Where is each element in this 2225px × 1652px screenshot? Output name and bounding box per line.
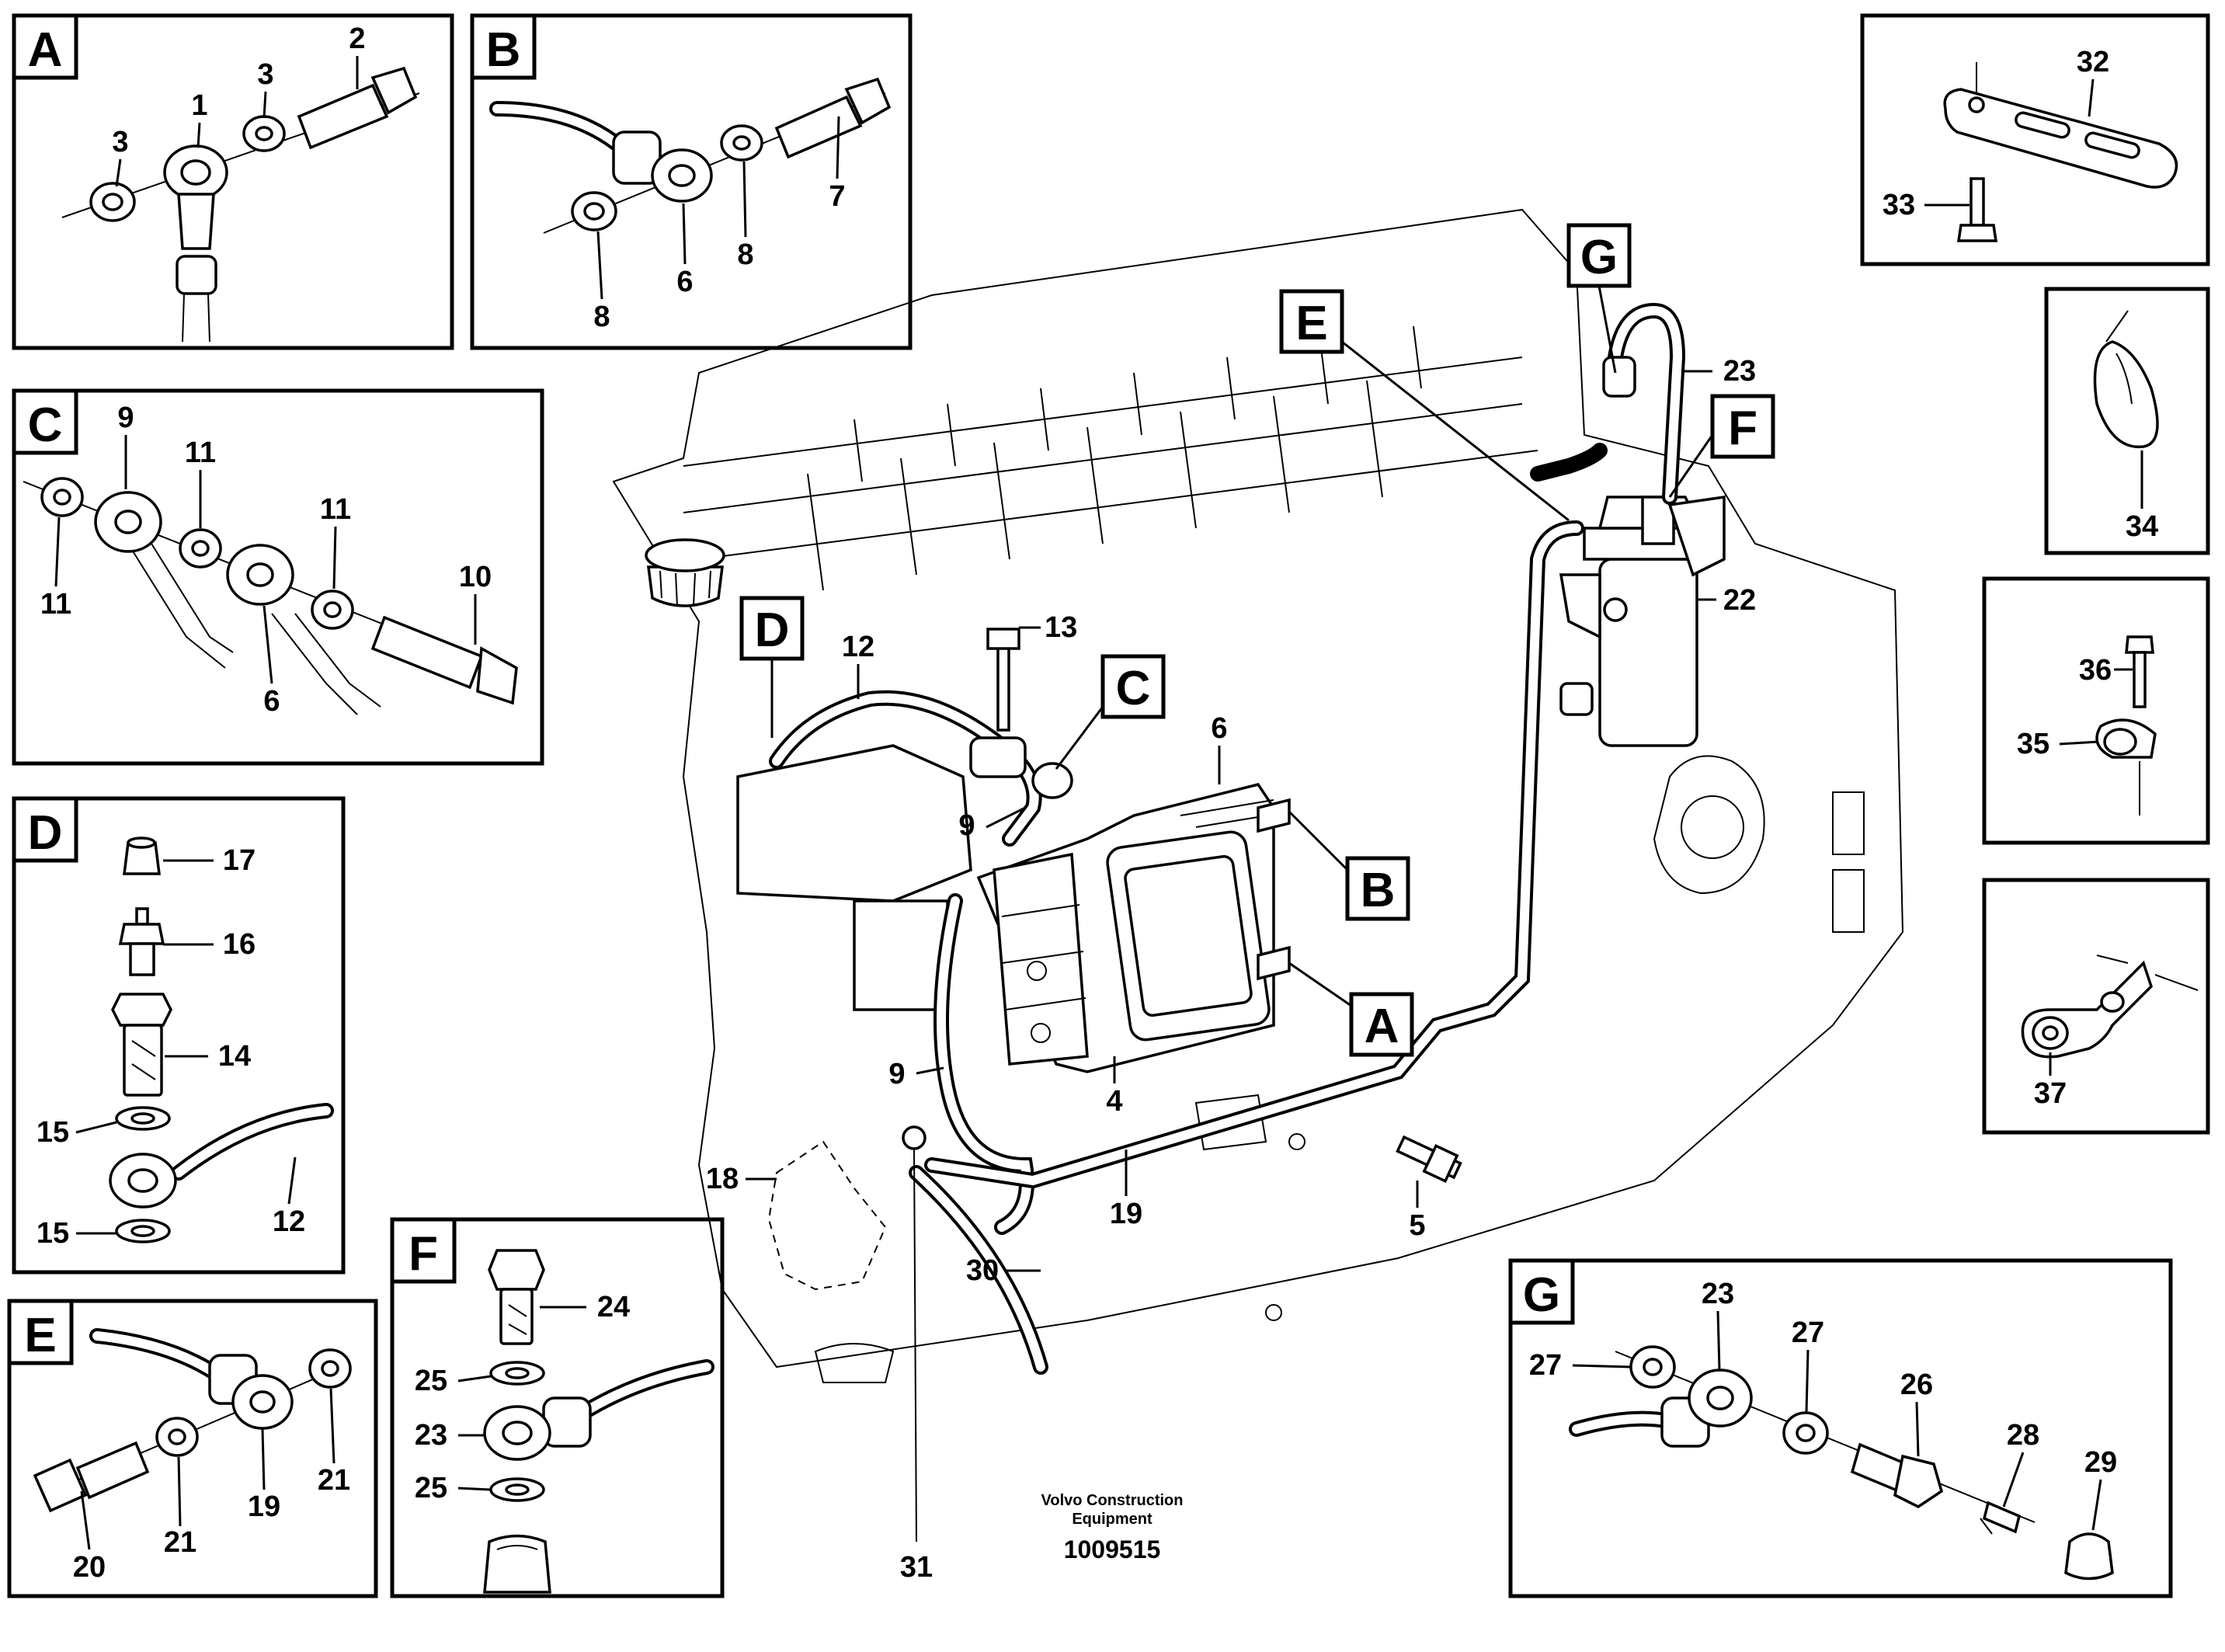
svg-text:6: 6 — [263, 685, 280, 718]
svg-text:18: 18 — [706, 1163, 739, 1195]
svg-text:8: 8 — [737, 238, 753, 271]
svg-text:B: B — [486, 23, 521, 77]
svg-text:25: 25 — [415, 1472, 447, 1504]
svg-text:3: 3 — [257, 58, 273, 91]
main-tag-A: A — [1288, 962, 1414, 1057]
svg-text:2: 2 — [349, 23, 365, 55]
svg-text:C: C — [1116, 662, 1151, 715]
svg-text:10: 10 — [459, 561, 492, 593]
svg-text:16: 16 — [223, 928, 256, 961]
svg-text:30: 30 — [966, 1254, 999, 1287]
svg-text:31: 31 — [900, 1551, 933, 1584]
svg-text:24: 24 — [597, 1291, 630, 1323]
main-tag-D: D — [739, 596, 805, 738]
main-tag-B: B — [1288, 810, 1410, 921]
svg-text:23: 23 — [1702, 1278, 1734, 1310]
svg-text:19: 19 — [248, 1490, 280, 1523]
bolt-5 — [1396, 1135, 1462, 1183]
svg-text:28: 28 — [2007, 1419, 2039, 1452]
main-tag-G: G — [1566, 223, 1632, 374]
svg-text:A: A — [1365, 1000, 1399, 1053]
svg-text:14: 14 — [218, 1040, 251, 1073]
svg-text:11: 11 — [40, 588, 71, 621]
main-callouts: 12 13 6 9 9 4 5 18 19 30 31 22 23 — [706, 355, 1756, 1584]
svg-text:35: 35 — [2017, 728, 2049, 760]
svg-text:15: 15 — [37, 1116, 69, 1149]
svg-text:20: 20 — [73, 1551, 106, 1584]
svg-text:22: 22 — [1723, 584, 1756, 617]
svg-text:4: 4 — [1106, 1085, 1122, 1118]
svg-text:8: 8 — [593, 301, 610, 333]
svg-text:27: 27 — [1529, 1349, 1562, 1382]
svg-text:F: F — [1728, 402, 1757, 455]
svg-text:9: 9 — [117, 402, 134, 434]
svg-text:34: 34 — [2126, 510, 2158, 543]
svg-text:5: 5 — [1409, 1209, 1425, 1242]
main-tag-C: C — [1055, 654, 1166, 770]
detail-box-C: C 9 11 11 11 6 10 — [12, 388, 544, 766]
svg-text:15: 15 — [37, 1217, 69, 1250]
detail-box-A: A 3 1 3 2 — [12, 13, 454, 350]
detail-clip: 37 — [1982, 878, 2210, 1135]
oil-filler-cap — [645, 538, 725, 607]
svg-text:25: 25 — [415, 1365, 447, 1397]
svg-text:E: E — [1295, 297, 1327, 350]
svg-text:11: 11 — [185, 436, 216, 469]
drawing-number: 1009515 — [1064, 1535, 1161, 1563]
engine-main-view: D C B A E G F — [612, 208, 1904, 1584]
svg-text:A: A — [28, 23, 63, 77]
main-tag-E: E — [1279, 289, 1570, 522]
svg-text:D: D — [28, 806, 63, 860]
detail-box-E: E 20 21 19 21 — [7, 1299, 378, 1598]
svg-text:37: 37 — [2034, 1077, 2067, 1110]
svg-text:21: 21 — [164, 1526, 196, 1559]
svg-text:C: C — [28, 398, 63, 452]
svg-text:27: 27 — [1792, 1316, 1824, 1349]
svg-text:G: G — [1580, 231, 1618, 284]
detail-tie: 34 — [2044, 287, 2210, 555]
main-tag-F: F — [1668, 394, 1775, 498]
svg-text:26: 26 — [1900, 1369, 1933, 1401]
detail-box-D: D 17 16 14 15 15 12 — [12, 796, 346, 1275]
svg-text:36: 36 — [2079, 654, 2112, 687]
svg-text:32: 32 — [2077, 46, 2109, 78]
svg-text:1: 1 — [191, 89, 207, 122]
svg-text:7: 7 — [829, 180, 845, 213]
svg-text:21: 21 — [318, 1464, 350, 1497]
svg-text:33: 33 — [1883, 189, 1915, 221]
fuel-filter — [1559, 495, 1726, 747]
svg-text:B: B — [1361, 864, 1396, 917]
svg-text:6: 6 — [1211, 712, 1227, 745]
detail-box-F: F 24 25 23 25 — [390, 1217, 725, 1598]
svg-text:F: F — [408, 1227, 438, 1281]
svg-text:19: 19 — [1110, 1198, 1142, 1230]
detail-strap: 32 33 — [1860, 13, 2210, 266]
svg-text:D: D — [755, 603, 790, 657]
svg-text:29: 29 — [2084, 1446, 2117, 1479]
credit-line-2: Equipment — [1072, 1511, 1152, 1528]
svg-text:9: 9 — [958, 809, 975, 842]
svg-text:23: 23 — [1723, 355, 1756, 388]
svg-text:3: 3 — [112, 126, 128, 158]
svg-text:G: G — [1523, 1268, 1560, 1322]
svg-text:6: 6 — [676, 266, 693, 298]
oil-cooler — [736, 744, 1291, 1073]
svg-text:E: E — [24, 1309, 56, 1362]
credit-line-1: Volvo Construction — [1041, 1492, 1184, 1509]
detail-box-B: B 7 8 6 8 — [470, 13, 913, 350]
svg-text:9: 9 — [888, 1058, 905, 1090]
svg-text:17: 17 — [223, 844, 256, 877]
svg-text:23: 23 — [415, 1419, 447, 1452]
svg-text:11: 11 — [320, 493, 351, 526]
detail-clamp: 36 35 — [1982, 576, 2210, 845]
svg-text:12: 12 — [273, 1205, 305, 1238]
svg-text:12: 12 — [842, 631, 874, 663]
svg-text:13: 13 — [1045, 611, 1077, 644]
detail-box-G: G 23 27 27 26 28 29 — [1508, 1258, 2173, 1598]
